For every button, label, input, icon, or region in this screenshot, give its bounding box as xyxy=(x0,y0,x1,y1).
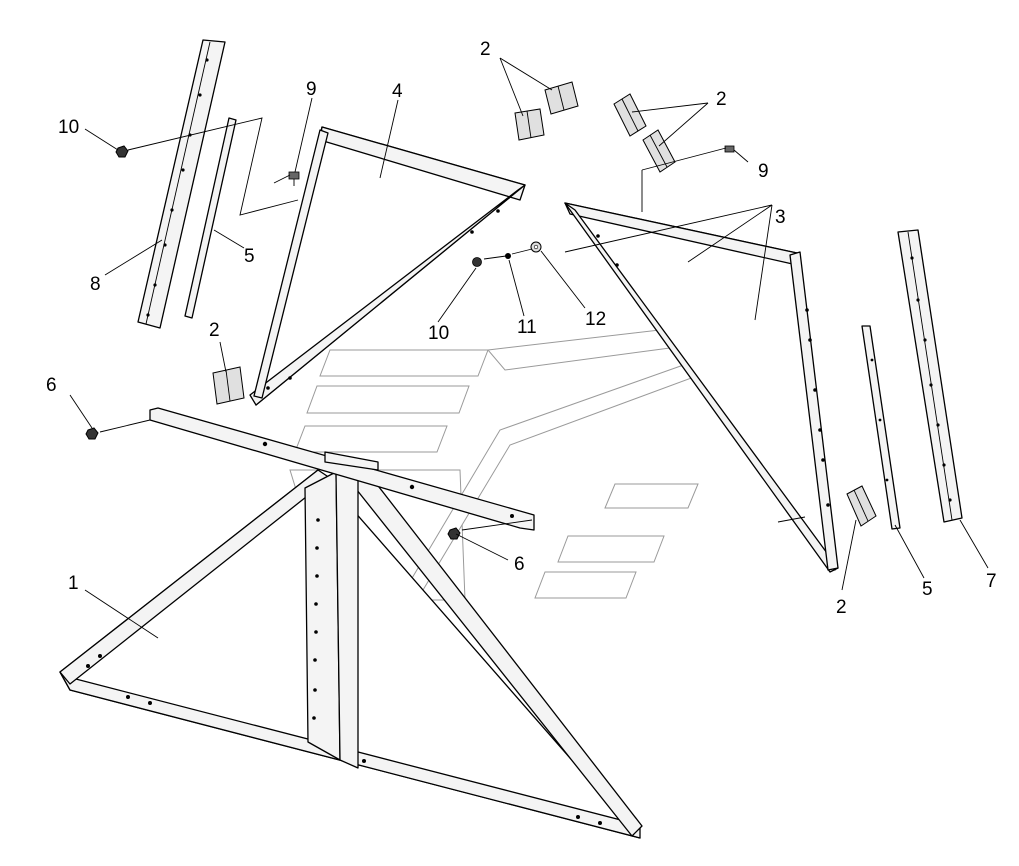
callout-3: 3 xyxy=(775,207,786,228)
part-2-hinge-bottom-right xyxy=(846,485,877,527)
part-5-right-strip xyxy=(861,325,901,530)
part-12-flat-washer xyxy=(530,241,542,253)
callout-8: 8 xyxy=(90,274,101,295)
part-2-hinge-right-upper xyxy=(613,93,647,137)
callout-10-left: 10 xyxy=(58,117,79,138)
part-1-base-frame xyxy=(59,469,643,839)
part-6-cross-beam xyxy=(149,407,535,531)
callout-11: 11 xyxy=(517,317,537,338)
part-10-nut-center xyxy=(472,257,482,267)
callout-9-left: 9 xyxy=(306,79,317,100)
part-5-left-strip xyxy=(184,117,237,319)
callout-5-right: 5 xyxy=(922,579,933,600)
callout-12: 12 xyxy=(585,309,606,330)
part-4-upper-triangle xyxy=(249,126,526,406)
callout-7: 7 xyxy=(986,571,997,592)
callout-10-center: 10 xyxy=(428,323,449,344)
callout-2-right: 2 xyxy=(716,89,727,110)
leader-lines xyxy=(69,57,989,639)
callout-2-top: 2 xyxy=(480,39,491,60)
callout-6-center: 6 xyxy=(514,554,525,575)
callout-6-left: 6 xyxy=(46,375,57,396)
part-9-bolt-left xyxy=(288,171,300,186)
part-2-hinge-top-right xyxy=(544,81,579,115)
part-7-right-rail xyxy=(897,229,963,523)
callout-4: 4 xyxy=(392,81,403,102)
part-6-nut-left xyxy=(85,427,99,440)
part-10-nut-left xyxy=(115,145,129,158)
part-2-hinge-right-lower xyxy=(642,129,676,173)
callout-labels: 1 2 2 2 2 3 4 5 5 6 6 7 8 9 9 10 10 11 1… xyxy=(46,39,997,618)
callout-9-right: 9 xyxy=(758,161,769,182)
part-2-hinge-top-left xyxy=(514,108,545,141)
part-11-lock-washer xyxy=(505,253,511,259)
part-9-bolt-right xyxy=(724,145,735,153)
callout-2-left: 2 xyxy=(209,320,220,341)
part-8-left-rail xyxy=(137,39,226,329)
part-2-hinge-left xyxy=(212,366,245,405)
part-3-upper-triangle xyxy=(564,202,839,573)
callout-1: 1 xyxy=(68,573,79,594)
callout-5-left: 5 xyxy=(244,246,255,267)
part-6-nut-center xyxy=(447,527,461,540)
callout-2-bottom: 2 xyxy=(836,597,847,618)
